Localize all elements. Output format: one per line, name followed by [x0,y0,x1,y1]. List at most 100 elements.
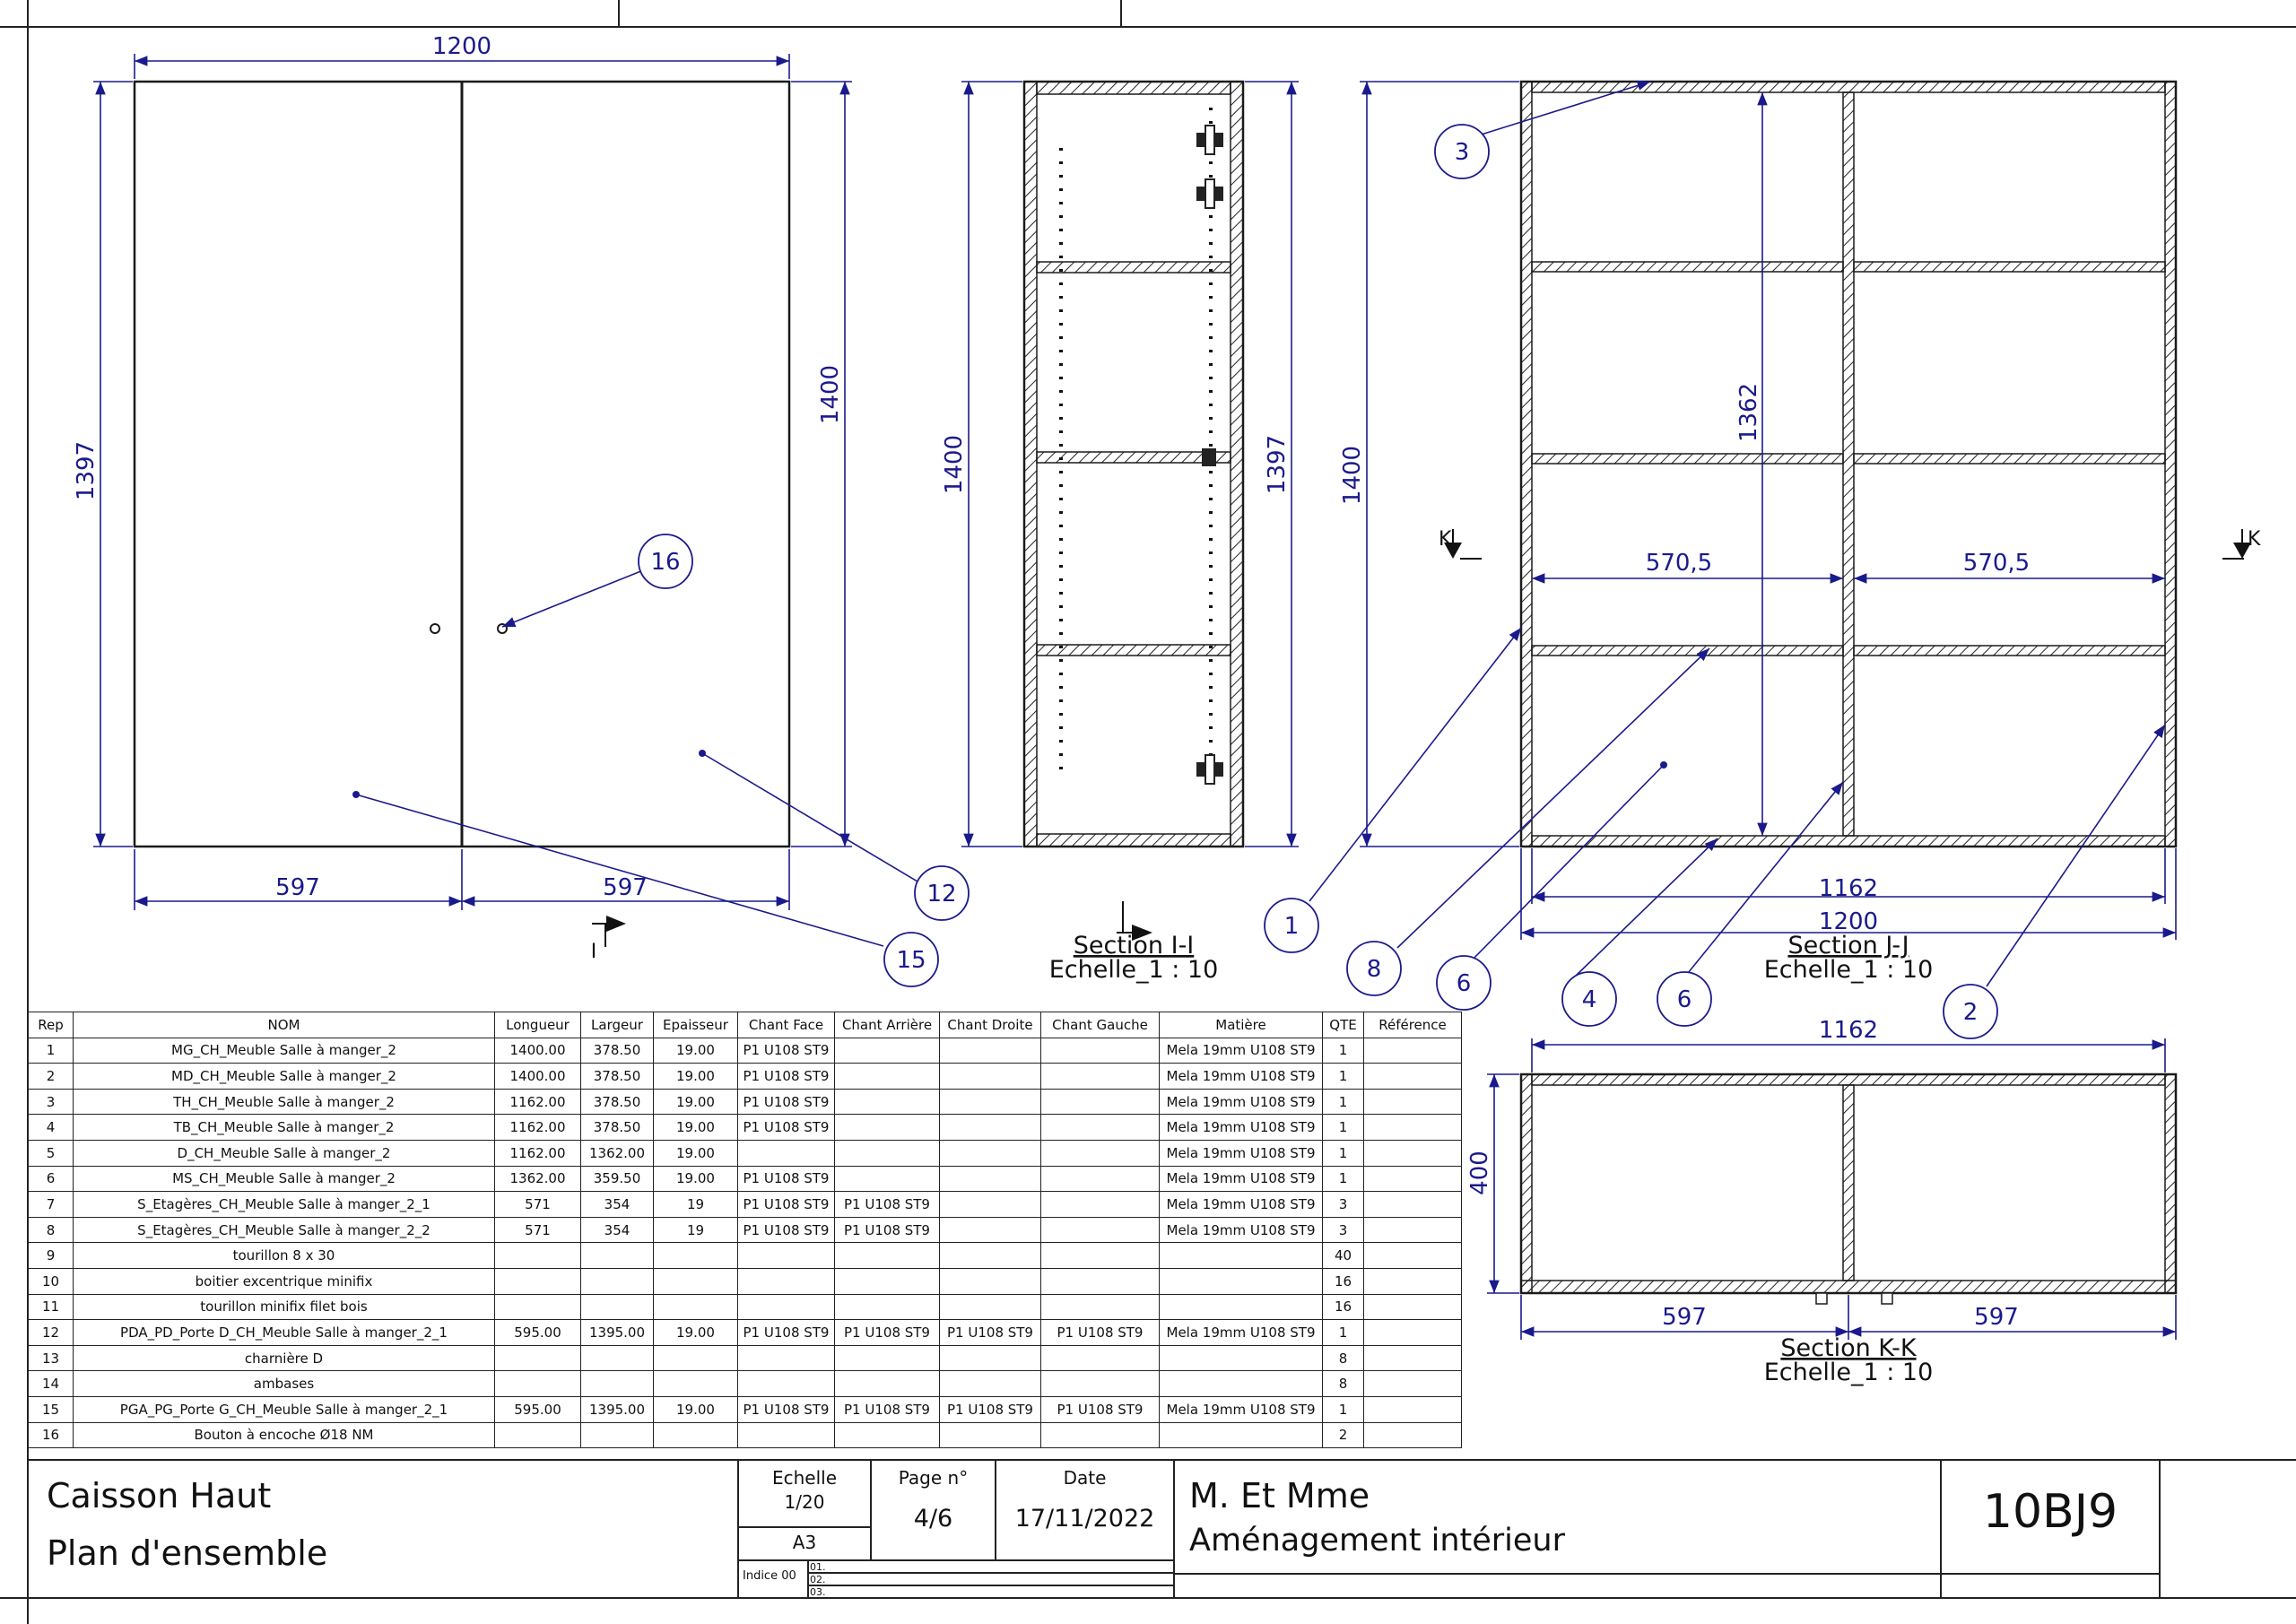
dim-section-k-depth: 400 [1466,1151,1493,1195]
section-j-marker [1117,901,1152,941]
balloon-12: 12 [926,881,956,908]
table-cell: 1400.00 [494,1037,581,1064]
table-cell [580,1421,654,1449]
section-k-marker-right: K [2222,528,2261,560]
drawing-subtitle: Plan d'ensemble [47,1533,328,1573]
svg-text:K: K [2248,528,2261,551]
table-cell: 19.00 [653,1165,738,1193]
table-cell [737,1267,835,1295]
table-cell [1363,1063,1462,1090]
table-cell: 12 [28,1319,74,1346]
table-cell: 1395.00 [580,1319,654,1346]
dim-section-j-outer-width: 1200 [1819,908,1878,935]
table-cell: TH_CH_Meuble Salle à manger_2 [73,1088,495,1116]
table-cell: 19 [653,1216,738,1244]
table-cell [737,1242,835,1269]
section-k-view: 1162 400 597 597 Section K-K Echelle_1 :… [1466,1017,2178,1386]
table-cell [834,1421,940,1449]
balloon-15: 15 [896,947,926,974]
table-cell [939,1216,1041,1244]
table-cell: 3 [28,1088,74,1116]
table-cell [737,1421,835,1449]
table-cell [494,1267,581,1295]
table-cell: 7 [28,1191,74,1218]
balloon-5: 6 [1457,970,1472,997]
drawing-reference: 10BJ9 [1982,1485,2118,1539]
table-cell [1363,1037,1462,1064]
table-cell: P1 U108 ST9 [737,1063,835,1090]
table-cell [1363,1088,1462,1116]
table-cell [1040,1037,1160,1064]
table-cell: S_Etagères_CH_Meuble Salle à manger_2_1 [73,1191,495,1218]
table-cell: D_CH_Meuble Salle à manger_2 [73,1139,495,1167]
table-cell: Mela 19mm U108 ST9 [1159,1319,1323,1346]
front-view: 1200 1397 1400 597 597 I [73,33,852,963]
table-cell [834,1165,940,1193]
project-name: Aménagement intérieur [1189,1523,1565,1559]
balloon-1: 1 [1284,913,1300,940]
table-cell: P1 U108 ST9 [737,1395,835,1423]
table-cell [653,1344,738,1372]
table-cell: 1 [1322,1395,1364,1423]
table-cell: Mela 19mm U108 ST9 [1159,1395,1323,1423]
balloon-dots [352,750,1667,798]
table-cell [494,1344,581,1372]
table-cell [1363,1267,1462,1295]
table-cell [1040,1216,1160,1244]
hinge-icon [1196,125,1223,785]
col-chant-arriere: Chant Arrière [834,1012,940,1038]
table-cell: 19.00 [653,1114,738,1141]
table-cell: 19.00 [653,1139,738,1167]
table-cell: 1362.00 [494,1165,581,1193]
table-cell: 378.50 [580,1088,654,1116]
table-cell: 13 [28,1344,74,1372]
dim-front-height-right: 1400 [817,365,844,424]
table-cell: 19.00 [653,1063,738,1090]
table-cell [939,1370,1041,1397]
table-cell: 1 [1322,1088,1364,1116]
table-cell [1159,1293,1323,1321]
title-block-frame [28,1459,2296,1598]
balloon-3: 3 [1455,139,1470,166]
table-cell [653,1293,738,1321]
table-cell [1040,1088,1160,1116]
revision-3: 03. [810,1586,826,1598]
scale-label: Echelle [771,1467,838,1489]
table-cell [939,1088,1041,1116]
dim-section-j-inner-width: 1162 [1819,875,1878,902]
table-cell: 19.00 [653,1088,738,1116]
table-cell: 2 [28,1063,74,1090]
table-cell: Mela 19mm U108 ST9 [1159,1063,1323,1090]
table-cell [494,1370,581,1397]
table-cell [939,1421,1041,1449]
table-cell [1363,1114,1462,1141]
front-dimensions [93,54,852,910]
balloon-labels: 16 12 15 3 1 8 6 4 6 2 [650,139,1978,1026]
table-cell [939,1165,1041,1193]
table-cell [834,1293,940,1321]
table-cell [1040,1370,1160,1397]
dim-section-j-inner-height: 1362 [1735,383,1762,442]
table-cell: Mela 19mm U108 ST9 [1159,1165,1323,1193]
table-cell: 16 [28,1421,74,1449]
table-cell [1040,1242,1160,1269]
table-cell: 40 [1322,1242,1364,1269]
table-cell: 1 [1322,1037,1364,1064]
table-cell: 571 [494,1191,581,1218]
table-cell [494,1293,581,1321]
table-cell: 1 [1322,1063,1364,1090]
table-cell [834,1037,940,1064]
table-cell: P1 U108 ST9 [737,1319,835,1346]
balloon-leaders [355,80,2166,987]
table-cell: 359.50 [580,1165,654,1193]
table-cell: MS_CH_Meuble Salle à manger_2 [73,1165,495,1193]
indice-label: Indice 00 [743,1569,796,1583]
table-cell: P1 U108 ST9 [939,1319,1041,1346]
